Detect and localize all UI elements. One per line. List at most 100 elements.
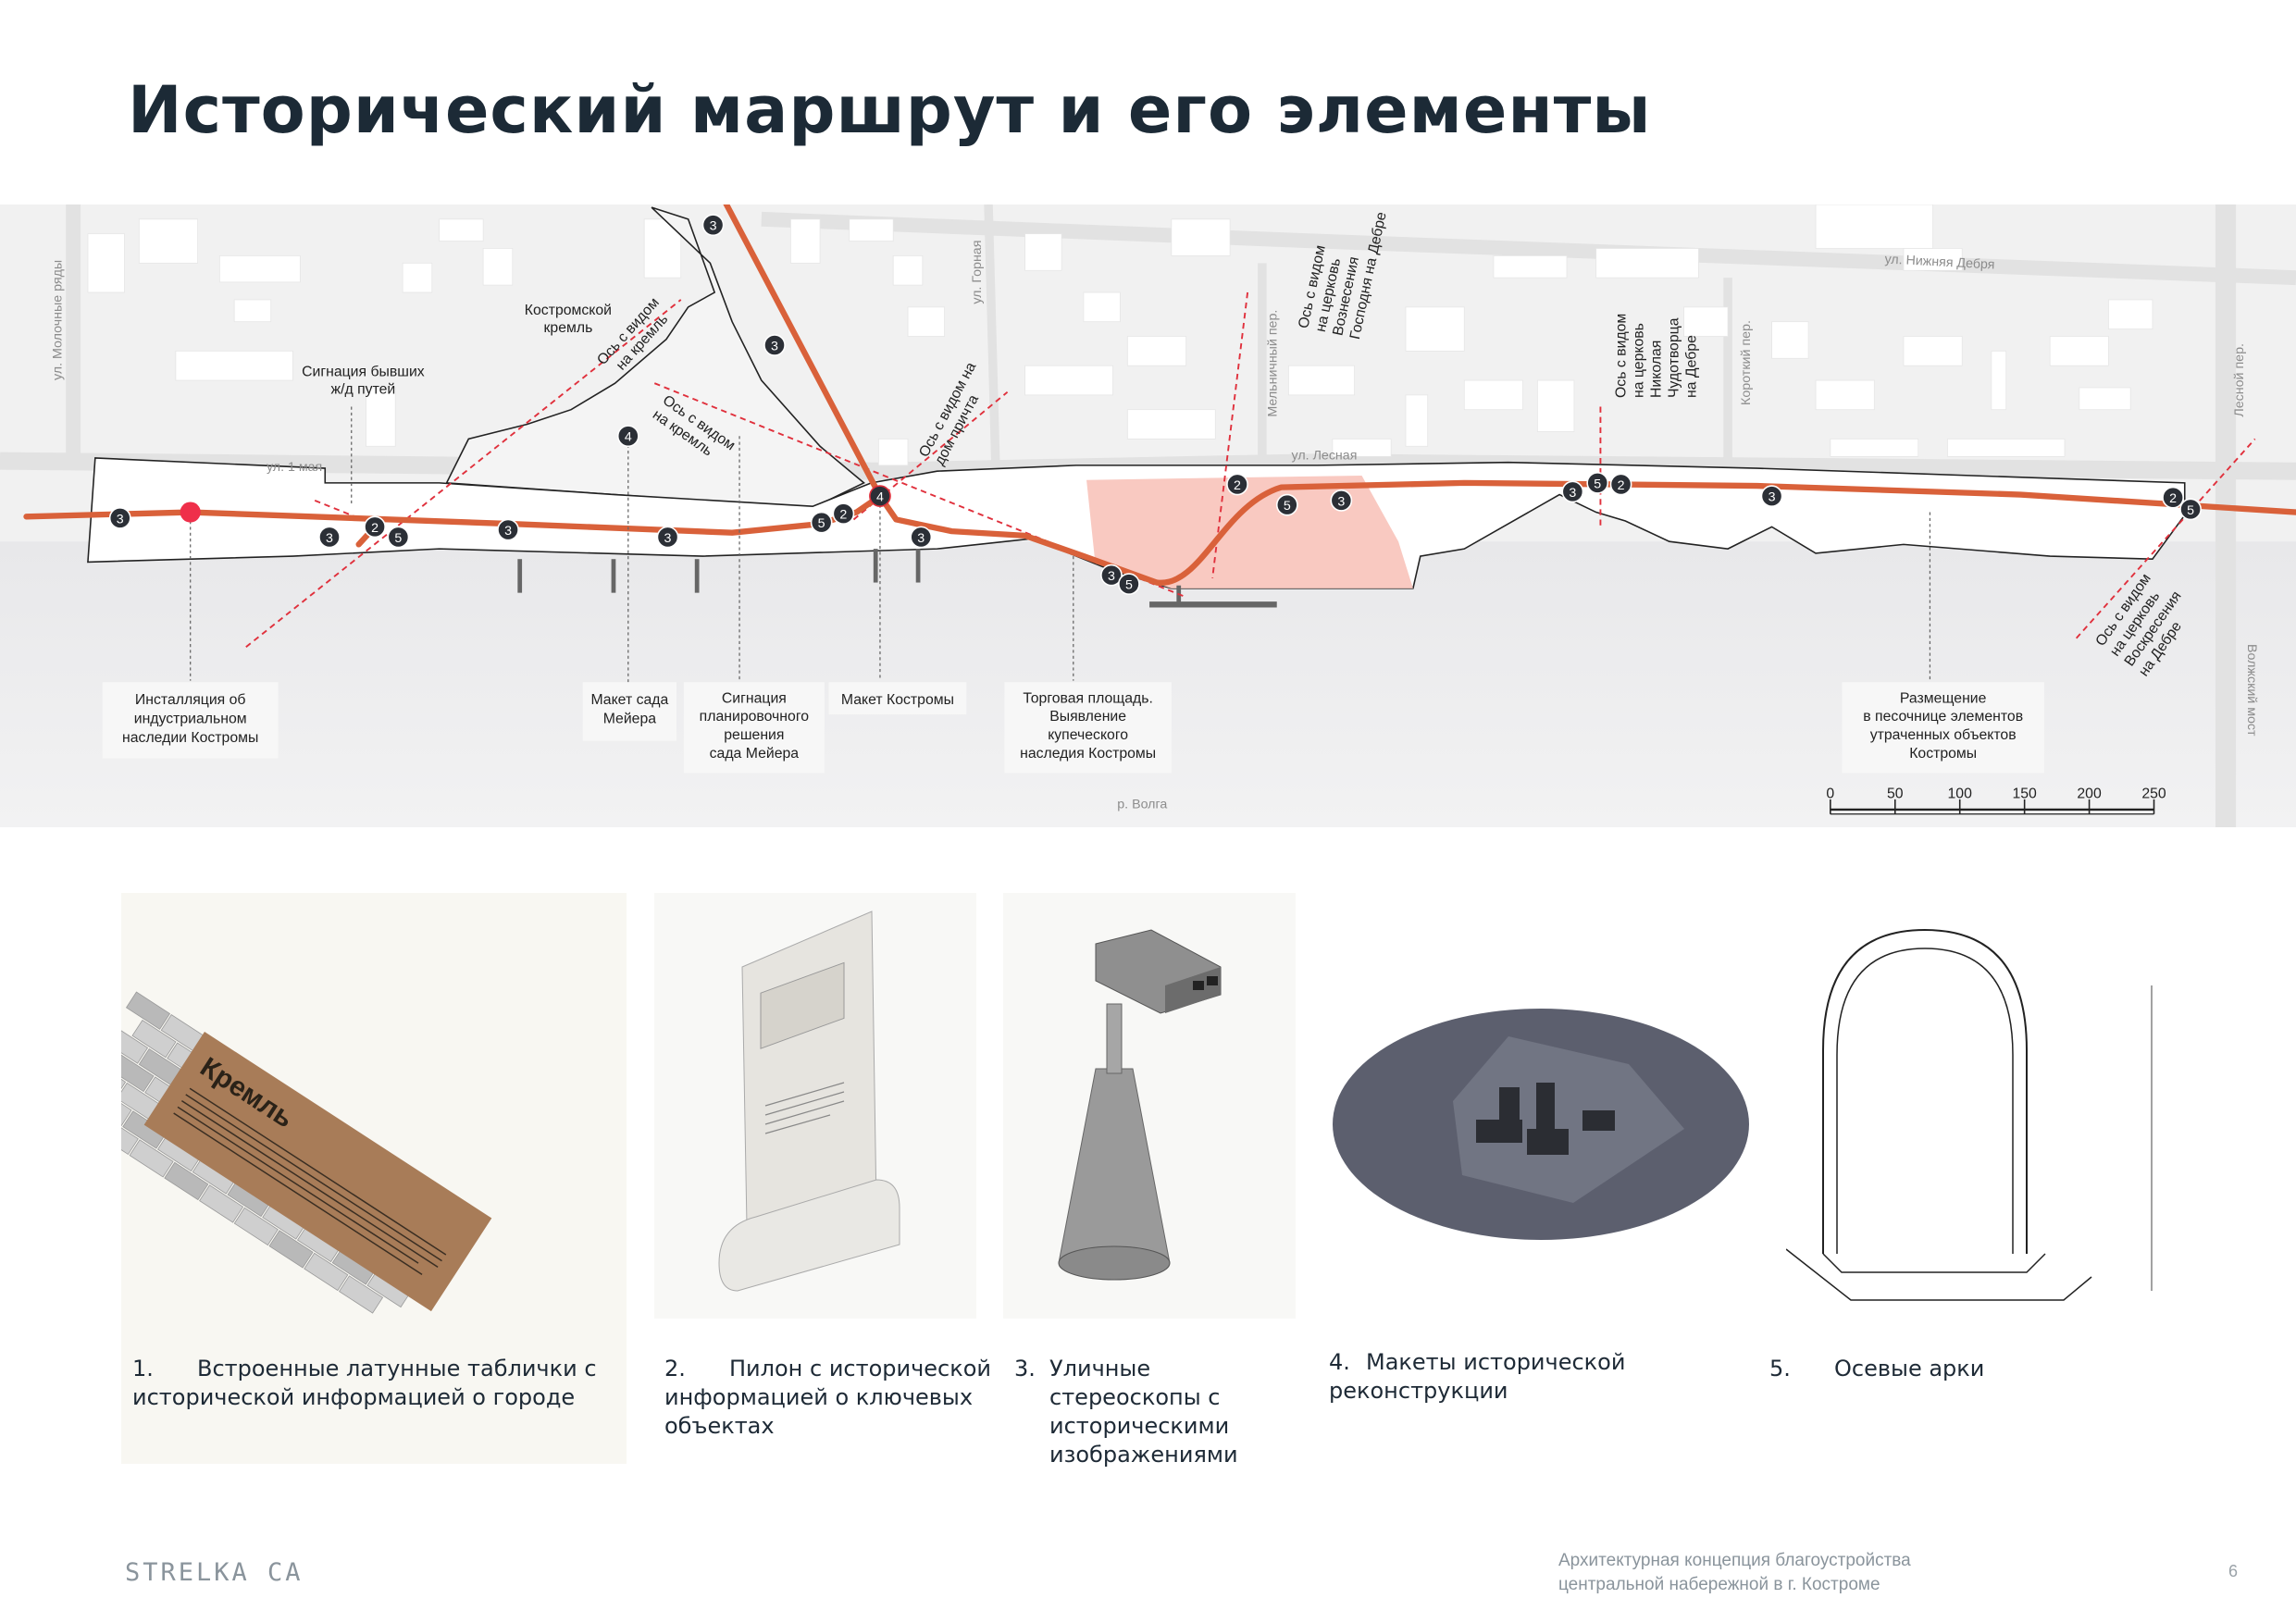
marker-number: 5 [818,516,825,531]
svg-text:Макет Костромы: Макет Костромы [841,692,954,708]
building [1771,321,1809,359]
street-label: Волжский мост [2244,644,2259,737]
building [1991,350,2007,411]
route-marker: 3 [1100,564,1123,587]
marker-number: 2 [2169,491,2177,506]
paving-brick [121,1053,155,1093]
paving-brick [121,1116,139,1156]
street-label: ул. 1 мая [267,460,322,475]
marker-number: 3 [1108,569,1115,584]
marker-number: 3 [710,219,717,234]
marker-number: 3 [1769,490,1776,505]
building [1830,438,1919,457]
building [2108,299,2153,329]
marker-number: 2 [839,508,847,523]
installation-point [180,502,201,523]
building [1463,379,1523,411]
brass-plate-illustration: Кремль [121,893,627,1464]
route-marker: 3 [656,526,679,549]
building [366,387,396,447]
marker-number: 5 [394,531,402,546]
route-marker: 5 [1586,471,1609,494]
paving-brick [268,1230,314,1269]
paving-brick [304,1252,349,1292]
route-marker: 2 [1226,473,1248,496]
route-marker: 2 [832,502,855,526]
building [87,233,125,293]
route-marker: 5 [1118,573,1140,596]
building [1815,379,1875,411]
building [138,218,199,264]
route-marker: 5 [2179,498,2202,521]
building [1536,379,1575,432]
route-marker: 3 [763,334,786,356]
building [218,255,301,283]
building [1171,218,1231,256]
building [907,306,945,337]
building [439,218,484,242]
paving-brick [233,1207,279,1246]
street-label: Лесной пер. [2232,343,2247,417]
pylon-illustration [654,893,976,1319]
trade-square-zone [1086,475,1413,588]
building [849,218,894,242]
marker-number: 3 [326,531,333,546]
marker-number: 3 [117,512,124,527]
building [1024,233,1062,271]
paving-brick [121,1025,149,1064]
marker-number: 3 [771,340,778,354]
axial-arch-illustration [1786,928,2153,1301]
street-label: ул. Молочные ряды [50,260,65,380]
building [1903,336,1963,366]
scale-tick-label: 200 [2077,786,2102,801]
building [1083,291,1121,323]
building [1405,306,1465,352]
marker-number: 3 [1569,486,1576,501]
marker-number: 4 [625,430,632,445]
marker-number: 4 [876,490,884,505]
river-label: р. Волга [1117,797,1167,812]
scale-tick-label: 250 [2141,786,2166,801]
route-marker: 3 [910,526,933,549]
page-number: 6 [2228,1562,2239,1580]
scale-tick-label: 50 [1887,786,1904,801]
route-marker: 3 [701,214,725,237]
piers [517,549,1277,608]
building [1405,394,1429,447]
building [482,248,514,286]
building [892,255,924,286]
scale-tick-label: 100 [1948,786,1973,801]
stereoscope-illustration [1003,893,1296,1319]
model-illustration [1333,1009,1749,1240]
marker-number: 2 [1234,478,1241,493]
building [1126,409,1216,440]
marker-number: 2 [1618,478,1625,493]
building [175,350,293,381]
route-marker: 5 [810,511,833,534]
marker-number: 2 [371,521,379,536]
building [1332,438,1392,457]
marker-number: 3 [917,531,925,546]
building [233,299,272,323]
building [790,218,821,264]
building [1947,438,2066,457]
paving-brick [125,991,171,1030]
marker-number: 3 [1337,494,1345,509]
paving-brick [164,1161,209,1201]
route-marker: 5 [1275,493,1298,516]
scale-tick-label: 0 [1826,786,1834,801]
building [1903,248,1963,271]
building [1288,365,1355,396]
